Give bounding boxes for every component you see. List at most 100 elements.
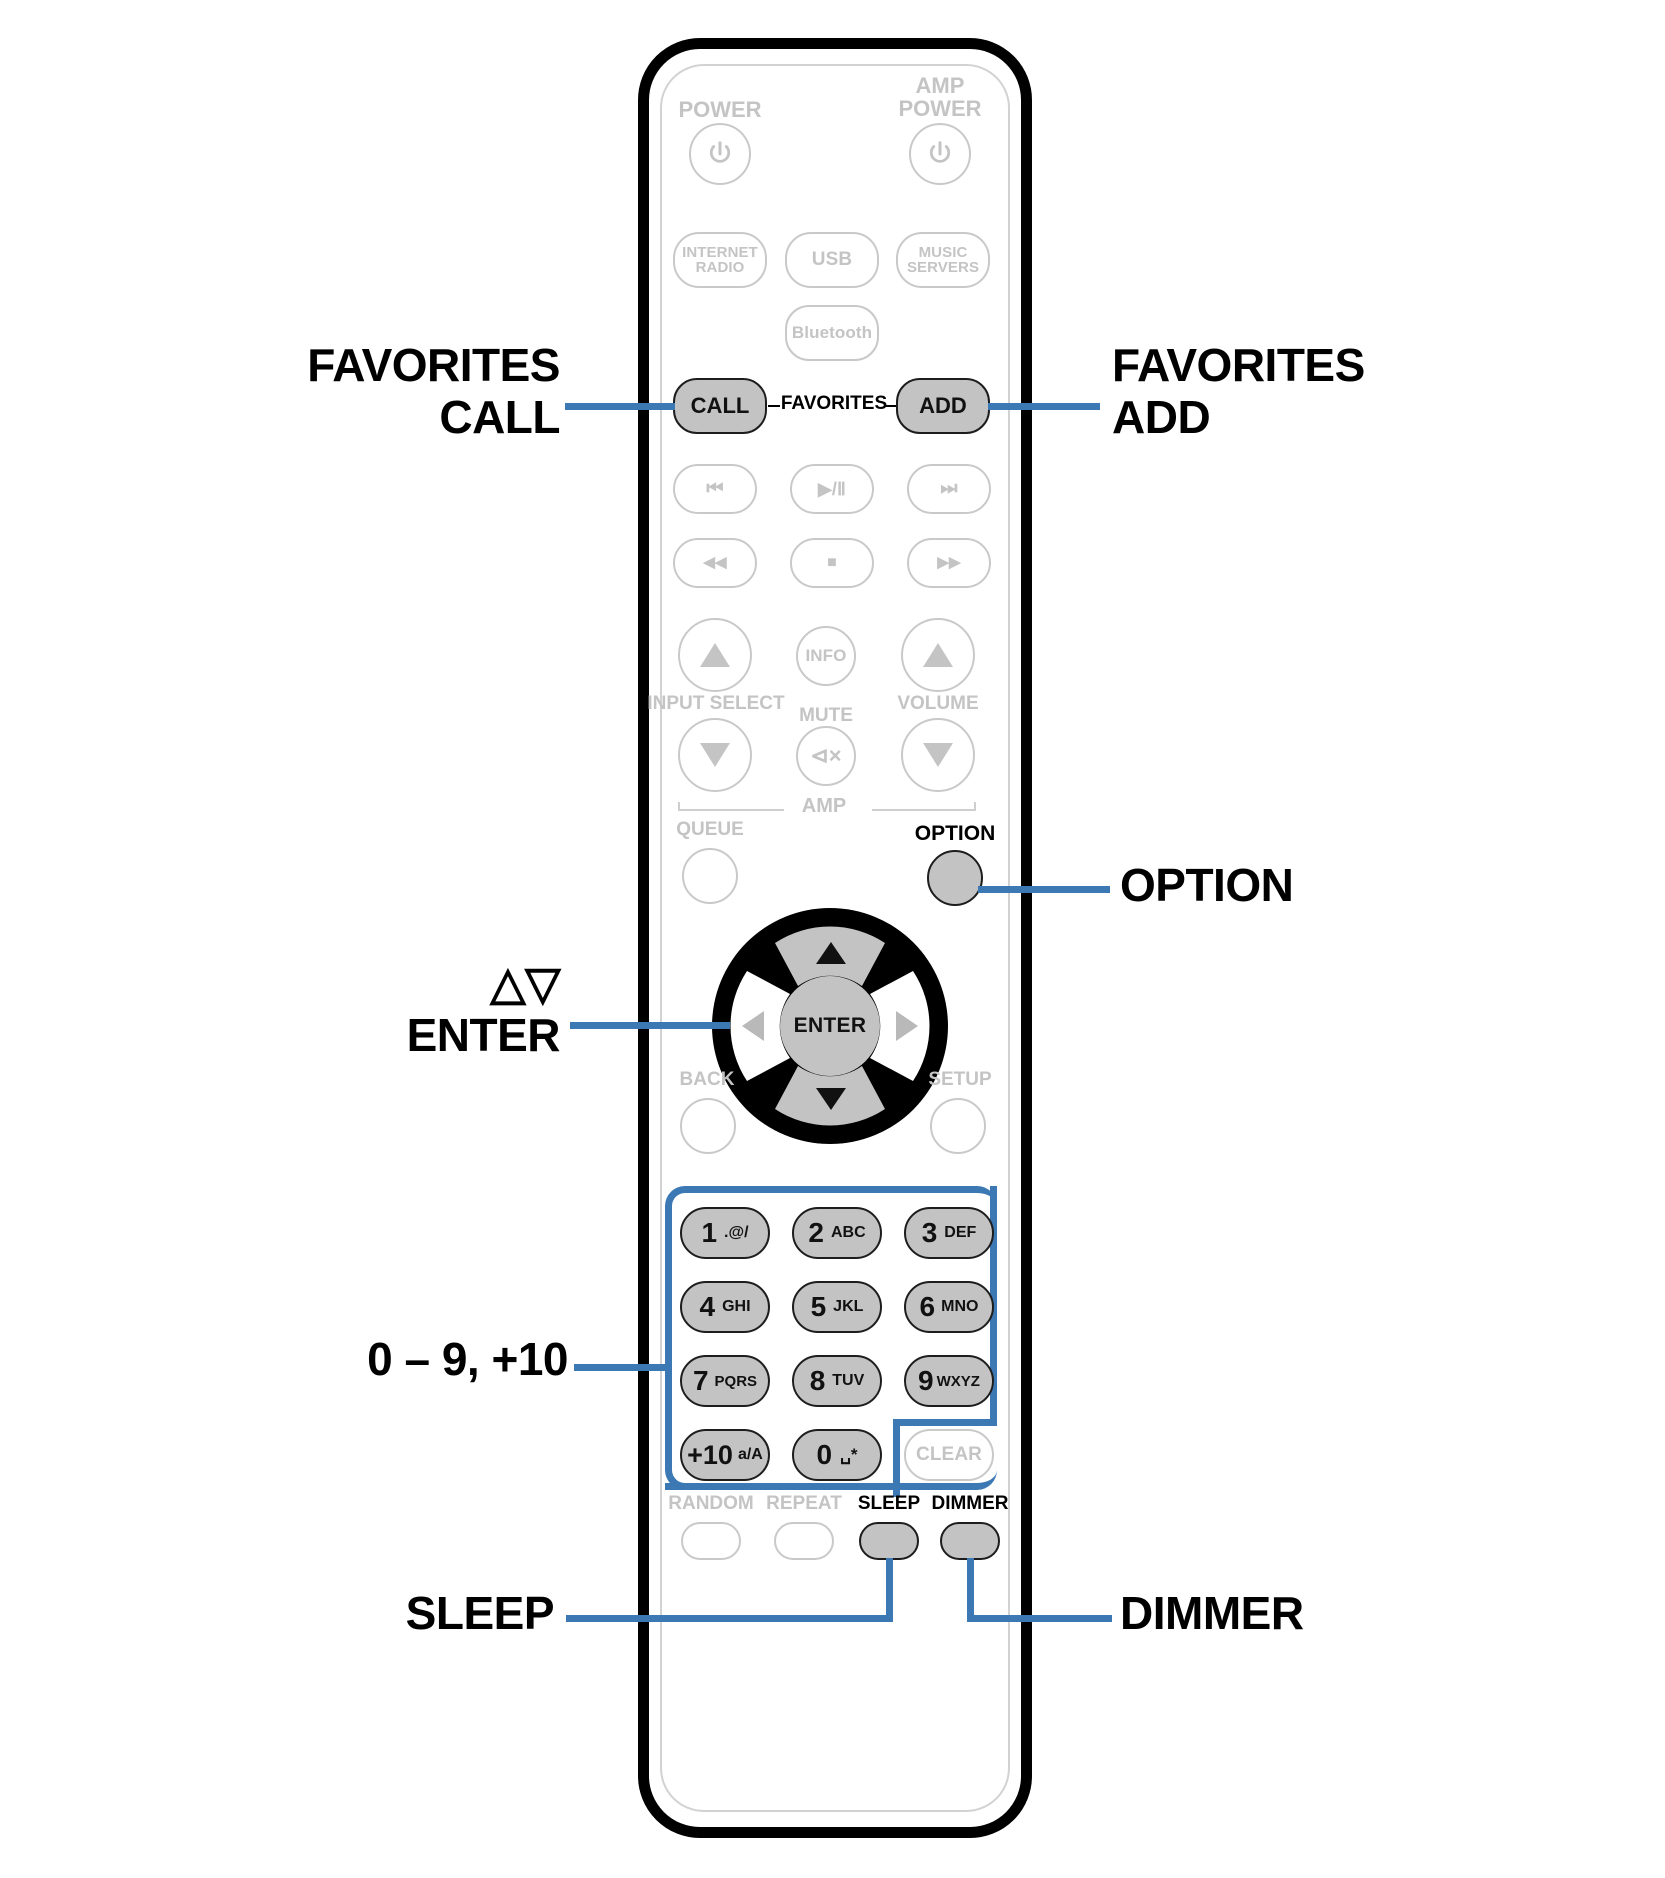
key-4-letters: GHI xyxy=(722,1298,751,1315)
key-8-letters: TUV xyxy=(832,1372,865,1389)
input-select-label: INPUT SELECT xyxy=(647,693,785,714)
key-6-letters: MNO xyxy=(941,1298,979,1315)
back-label: BACK xyxy=(679,1069,735,1090)
key-plus10[interactable]: +10 a/A xyxy=(680,1429,770,1481)
callout-cursor-enter: △▽ ENTER xyxy=(406,957,561,1061)
power-label: POWER xyxy=(678,97,762,122)
mute-button[interactable]: ⊲× xyxy=(796,726,856,786)
key-9[interactable]: 9 WXYZ xyxy=(904,1355,994,1407)
setup-button[interactable] xyxy=(930,1098,986,1154)
stop-button[interactable]: ■ xyxy=(790,538,874,588)
fast-forward-button[interactable]: ▶▶ xyxy=(907,538,991,588)
music-servers-label: MUSIC SERVERS xyxy=(906,243,980,276)
leader-line-dimmer-horizontal xyxy=(967,1615,1112,1622)
random-label: RANDOM xyxy=(668,1493,754,1514)
enter-label: ENTER xyxy=(793,1014,867,1037)
key-8[interactable]: 8 TUV xyxy=(792,1355,882,1407)
up-arrow-icon xyxy=(816,942,846,964)
key-0[interactable]: 0 ␣* xyxy=(792,1429,882,1481)
key-1[interactable]: 1 .@/ xyxy=(680,1207,770,1259)
queue-button[interactable] xyxy=(682,848,738,904)
stop-icon: ■ xyxy=(827,553,837,571)
music-servers-button[interactable]: MUSIC SERVERS xyxy=(896,232,990,288)
amp-bracket-left xyxy=(678,809,784,811)
play-pause-icon: ▶/Ⅱ xyxy=(817,478,846,499)
key-3[interactable]: 3 DEF xyxy=(904,1207,994,1259)
play-pause-button[interactable]: ▶/Ⅱ xyxy=(790,464,874,514)
usb-label: USB xyxy=(811,249,853,271)
random-button[interactable] xyxy=(681,1522,741,1560)
favorites-call-button[interactable]: CALL xyxy=(673,378,767,434)
power-icon xyxy=(929,141,951,163)
callout-sleep: SLEEP xyxy=(405,1587,555,1639)
leader-line-favorites-call xyxy=(565,403,675,410)
key-7[interactable]: 7 PQRS xyxy=(680,1355,770,1407)
info-button[interactable]: INFO xyxy=(796,626,856,686)
keypad-outline-step xyxy=(893,1419,997,1426)
key-0-letters: ␣* xyxy=(840,1445,858,1464)
favorites-call-label: CALL xyxy=(690,393,750,418)
rewind-icon: ◀◀ xyxy=(703,554,727,572)
key-plus10-letters: a/A xyxy=(737,1446,763,1463)
key-3-digit: 3 xyxy=(921,1217,938,1248)
favorites-dash-left xyxy=(768,405,780,407)
repeat-button[interactable] xyxy=(774,1522,834,1560)
navigation-dpad[interactable]: ENTER xyxy=(712,908,948,1144)
key-2-letters: ABC xyxy=(830,1224,866,1241)
input-select-up-button[interactable] xyxy=(678,618,752,692)
key-1-letters: .@/ xyxy=(724,1224,749,1241)
key-8-digit: 8 xyxy=(809,1365,826,1396)
volume-up-button[interactable] xyxy=(901,618,975,692)
key-5[interactable]: 5 JKL xyxy=(792,1281,882,1333)
option-button[interactable] xyxy=(927,850,983,906)
previous-icon: ⏮ xyxy=(706,478,724,500)
queue-label: QUEUE xyxy=(676,819,744,840)
power-button[interactable] xyxy=(689,123,751,185)
favorites-add-button[interactable]: ADD xyxy=(896,378,990,434)
key-7-letters: PQRS xyxy=(714,1372,758,1390)
leader-line-favorites-add xyxy=(988,403,1100,410)
key-1-digit: 1 xyxy=(701,1217,718,1248)
repeat-label: REPEAT xyxy=(766,1493,842,1514)
keypad-outline-right-lower xyxy=(893,1419,900,1497)
down-arrow-icon xyxy=(816,1088,846,1110)
right-arrow-icon xyxy=(896,1011,918,1041)
sleep-label: SLEEP xyxy=(857,1493,921,1514)
input-select-down-button[interactable] xyxy=(678,718,752,792)
callout-favorites-add: FAVORITES ADD xyxy=(1112,339,1365,443)
bluetooth-button[interactable]: Bluetooth xyxy=(785,305,879,361)
internet-radio-button[interactable]: INTERNET RADIO xyxy=(673,232,767,288)
amp-bracket-tick-right xyxy=(974,802,976,810)
leader-line-dimmer-vertical xyxy=(967,1558,974,1622)
key-7-digit: 7 xyxy=(692,1365,709,1396)
favorites-dash-right xyxy=(884,405,896,407)
usb-button[interactable]: USB xyxy=(785,232,879,288)
previous-button[interactable]: ⏮ xyxy=(673,464,757,514)
key-2[interactable]: 2 ABC xyxy=(792,1207,882,1259)
key-9-letters: WXYZ xyxy=(936,1372,980,1390)
sleep-button[interactable] xyxy=(859,1522,919,1560)
key-0-digit: 0 xyxy=(816,1439,833,1470)
power-icon xyxy=(709,141,731,163)
leader-line-numeric xyxy=(574,1364,672,1371)
up-arrow-icon xyxy=(700,643,730,667)
volume-down-button[interactable] xyxy=(901,718,975,792)
rewind-button[interactable]: ◀◀ xyxy=(673,538,757,588)
key-4[interactable]: 4 GHI xyxy=(680,1281,770,1333)
key-4-digit: 4 xyxy=(699,1291,716,1322)
key-6[interactable]: 6 MNO xyxy=(904,1281,994,1333)
amp-power-button[interactable] xyxy=(909,123,971,185)
key-plus10-digit: +10 xyxy=(687,1439,733,1470)
dimmer-button[interactable] xyxy=(940,1522,1000,1560)
up-arrow-icon xyxy=(923,643,953,667)
callout-numeric: 0 – 9, +10 xyxy=(367,1333,568,1385)
key-9-digit: 9 xyxy=(918,1365,934,1396)
enter-button[interactable]: ENTER xyxy=(780,976,880,1076)
clear-button[interactable]: CLEAR xyxy=(904,1429,994,1481)
favorites-group-label: FAVORITES xyxy=(780,393,888,414)
amp-bracket-tick-left xyxy=(678,802,680,810)
back-button[interactable] xyxy=(680,1098,736,1154)
next-icon: ⏭ xyxy=(940,478,958,500)
next-button[interactable]: ⏭ xyxy=(907,464,991,514)
